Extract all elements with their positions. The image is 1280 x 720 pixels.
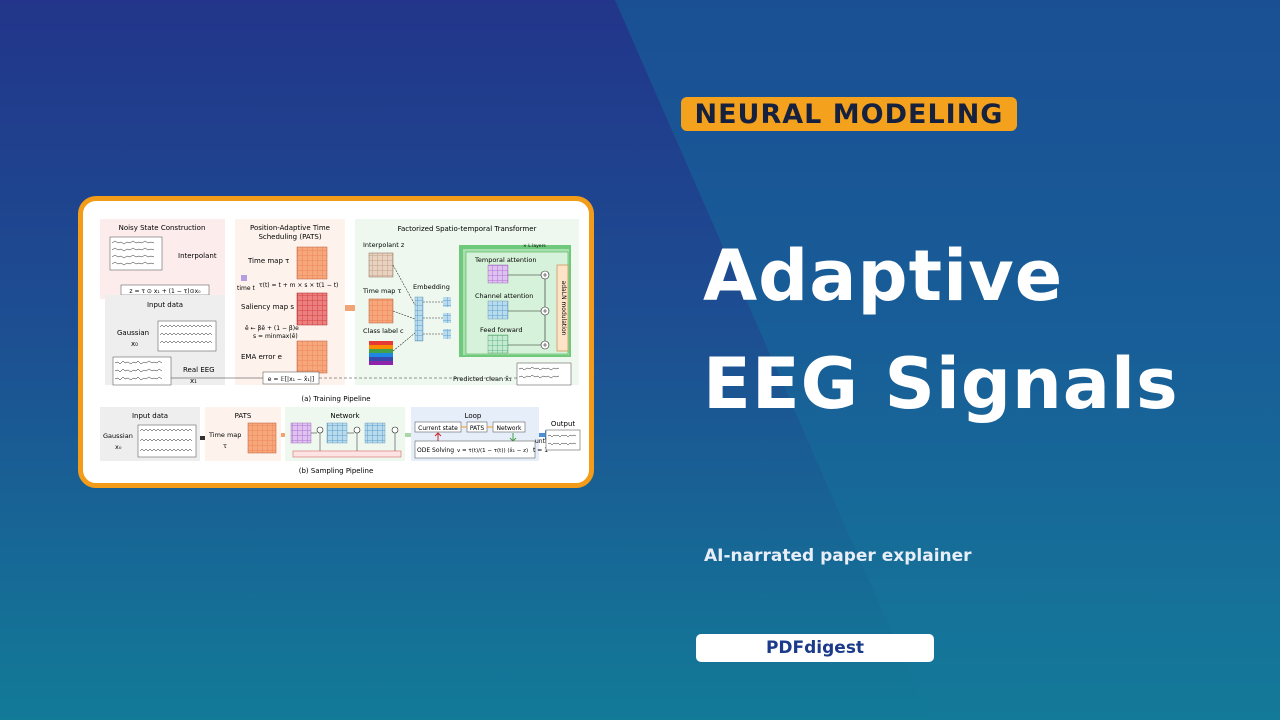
loop-network-label: Network (496, 425, 522, 432)
title-line-1: Adaptive (703, 235, 1064, 317)
gaussian-label: Gaussian (117, 329, 149, 337)
ema-error-label: EMA error e (241, 353, 282, 361)
x1-label: x₁ (190, 377, 197, 385)
pats-title-1: Position-Adaptive Time (250, 224, 330, 232)
adaln-label: adaLN modulation (560, 281, 567, 336)
pipeline-diagram: Noisy State Construction Interpolant z =… (100, 219, 581, 475)
l-layers-label: × L layers (523, 243, 546, 249)
title-line-2: EEG Signals (703, 343, 1179, 425)
feed-forward-cube (487, 334, 509, 354)
class-label-label: Class label c (363, 327, 404, 335)
real-eeg-signal (112, 356, 172, 386)
ema-error-cube (296, 340, 328, 374)
until-label: until (535, 438, 549, 445)
paper-figure: Noisy State Construction Interpolant z =… (78, 196, 594, 488)
tau-formula: τ(t) = t + m × s × t(1 − t) (259, 282, 338, 289)
noisy-state-title: Noisy State Construction (119, 224, 206, 232)
time-t-label: time t (237, 285, 255, 292)
input-data-title: Input data (147, 301, 183, 309)
category-badge: NEURAL MODELING (681, 97, 1017, 131)
transformer-title: Factorized Spatio-temporal Transformer (398, 225, 537, 233)
loop-pats-label: PATS (470, 425, 485, 432)
x0-label: x₀ (131, 340, 138, 348)
interpolant-z-label: Interpolant z (363, 241, 405, 249)
subtitle: AI-narrated paper explainer (704, 546, 972, 566)
ema-formula-2: s = minmax(ē) (253, 333, 298, 340)
embedding-column (414, 296, 424, 342)
sampling-caption: (b) Sampling Pipeline (299, 467, 374, 475)
pats-title-2: Scheduling (PATS) (258, 233, 321, 241)
interpolant-label: Interpolant (178, 252, 217, 260)
real-eeg-label: Real EEG (183, 366, 215, 374)
output-signal (545, 429, 581, 451)
time-t-square (241, 275, 247, 281)
ema-formula-1: ē ← βē + (1 − β)e (245, 325, 299, 332)
timemap-cube (368, 298, 394, 324)
output-label: Output (551, 420, 576, 428)
predicted-clean-signal (516, 362, 572, 386)
interpolant-cube (368, 252, 394, 278)
page-title: Adaptive EEG Signals (703, 222, 1179, 438)
current-state-label: Current state (418, 425, 458, 432)
sampling-gaussian-label: Gaussian (103, 432, 133, 440)
feed-forward-label: Feed forward (480, 326, 523, 334)
training-caption: (a) Training Pipeline (301, 395, 370, 403)
sampling-pats-title: PATS (235, 412, 252, 420)
saliency-label: Saliency map s (241, 303, 294, 311)
time-map-tau-label: Time map τ (362, 287, 401, 295)
sampling-x0-label: x₀ (115, 443, 122, 451)
sampling-tau-label: τ (223, 442, 227, 450)
saliency-cube (296, 292, 328, 326)
error-formula: e = 𝔼[|x₁ − x̂₁|] (268, 376, 314, 383)
adaln-box (556, 264, 569, 352)
temporal-attention-cube (487, 264, 509, 284)
channel-attention-label: Channel attention (475, 292, 533, 300)
temporal-attention-label: Temporal attention (474, 256, 536, 264)
sampling-loop-title: Loop (465, 412, 482, 420)
brand-logo: PDFdigest (696, 634, 934, 662)
t-eq-label: t = 1 (533, 447, 548, 454)
sampling-input-title: Input data (132, 412, 168, 420)
interpolant-signal (109, 236, 163, 271)
predicted-clean-label: Predicted clean x̂₁ (453, 375, 512, 383)
time-map-label: Time map τ (247, 257, 289, 265)
sampling-network-title: Network (330, 412, 360, 420)
time-map-cube (296, 246, 328, 280)
ode-formula: v = τ̇(t)/(1 − τ(t)) (x̂₁ − z) (457, 448, 528, 454)
channel-attention-cube (487, 300, 509, 320)
embedding-label: Embedding (413, 283, 450, 291)
interp-formula: z = τ ⊙ x₁ + (1 − τ)⊙x₀ (129, 288, 201, 295)
ode-label: ODE Solving (417, 447, 454, 454)
sampling-time-map-cube (247, 422, 277, 454)
sampling-time-map-label: Time map (208, 431, 241, 439)
